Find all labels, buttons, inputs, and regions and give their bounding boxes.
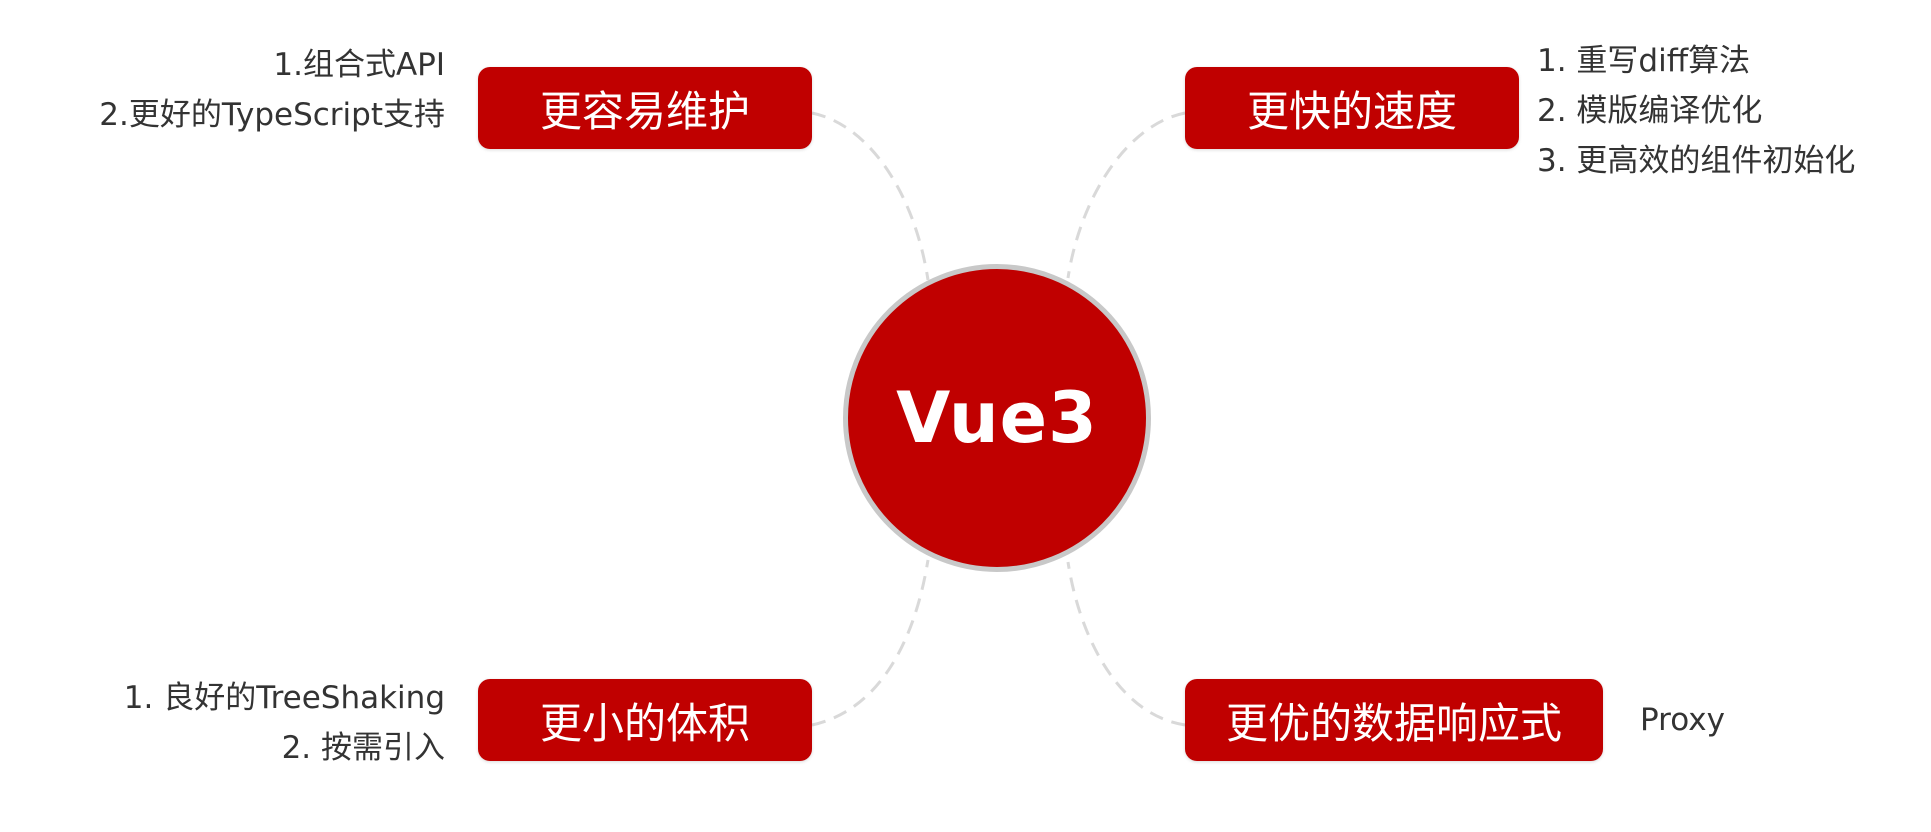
note-item: 2.更好的TypeScript支持 bbox=[99, 97, 445, 133]
topic-label: 更容易维护 bbox=[539, 86, 750, 136]
topic-smaller-size: 更小的体积 bbox=[478, 679, 812, 761]
note-item: Proxy bbox=[1640, 702, 1725, 738]
note-item: 1. 良好的TreeShaking bbox=[123, 680, 445, 716]
note-item: 1.组合式API bbox=[273, 47, 445, 83]
topic-easier-maintenance: 更容易维护 bbox=[478, 67, 812, 149]
center-node-label: Vue3 bbox=[896, 377, 1098, 459]
notes-easier-maintenance: 1.组合式API 2.更好的TypeScript支持 bbox=[99, 40, 445, 140]
notes-better-reactivity: Proxy bbox=[1640, 695, 1725, 745]
note-item: 2. 按需引入 bbox=[281, 730, 445, 766]
topic-label: 更小的体积 bbox=[539, 698, 750, 748]
topic-label: 更快的速度 bbox=[1246, 86, 1457, 136]
topic-better-reactivity: 更优的数据响应式 bbox=[1185, 679, 1603, 761]
connector-top-left bbox=[811, 111, 930, 281]
topic-faster-speed: 更快的速度 bbox=[1185, 67, 1519, 149]
notes-smaller-size: 1. 良好的TreeShaking 2. 按需引入 bbox=[124, 673, 445, 773]
connector-top-right bbox=[1066, 111, 1186, 279]
center-node-vue3: Vue3 bbox=[843, 264, 1151, 572]
note-item: 2. 模版编译优化 bbox=[1537, 93, 1763, 129]
connector-bottom-left bbox=[811, 559, 930, 727]
connector-bottom-right bbox=[1066, 561, 1186, 727]
notes-faster-speed: 1. 重写diff算法 2. 模版编译优化 3. 更高效的组件初始化 bbox=[1537, 36, 1855, 186]
topic-label: 更优的数据响应式 bbox=[1225, 698, 1562, 748]
note-item: 3. 更高效的组件初始化 bbox=[1537, 143, 1856, 179]
note-item: 1. 重写diff算法 bbox=[1537, 43, 1751, 79]
